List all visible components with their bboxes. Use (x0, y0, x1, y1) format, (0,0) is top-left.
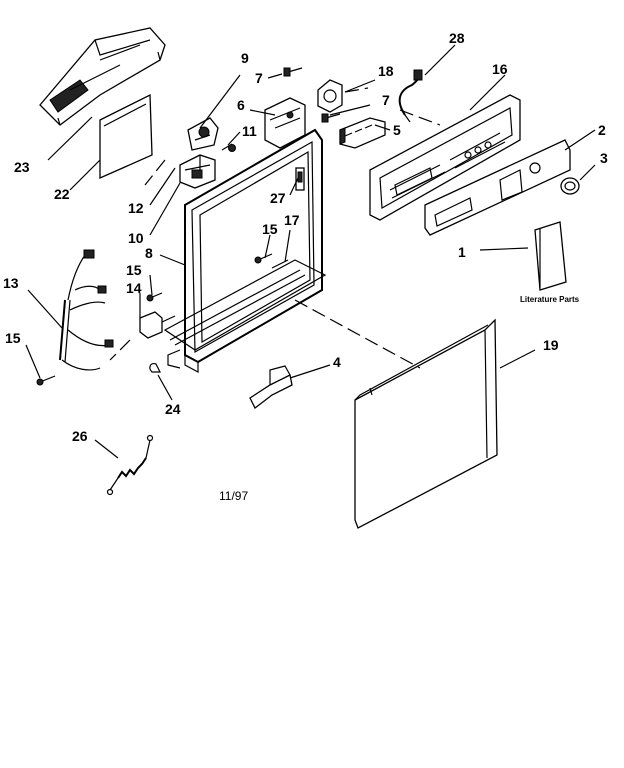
callout-9: 9 (241, 50, 249, 66)
callout-labels: 1 2 3 4 5 6 7 7 8 9 10 11 12 13 14 15 15… (3, 30, 608, 444)
callout-4: 4 (333, 354, 341, 370)
callout-14: 14 (126, 280, 142, 296)
callout-24: 24 (165, 401, 181, 417)
part-1-literature (534, 221, 567, 291)
callout-15-door: 15 (262, 221, 278, 237)
callout-8: 8 (145, 245, 153, 261)
callout-3: 3 (600, 150, 608, 166)
part-5-connector (339, 117, 386, 149)
part-4-strap (249, 365, 293, 409)
callout-12: 12 (128, 200, 144, 216)
part-24-clip (149, 363, 161, 373)
callout-7-upper: 7 (255, 70, 263, 86)
callout-13: 13 (3, 275, 19, 291)
part-15-screw-mid (146, 292, 163, 302)
callout-15-mid: 15 (126, 262, 142, 278)
part-11-screw (221, 143, 236, 152)
callout-6: 6 (237, 97, 245, 113)
callout-18: 18 (378, 63, 394, 79)
part-6-switch (264, 97, 306, 149)
part-8-inner-door (163, 128, 327, 374)
part-19-outer-door (354, 318, 498, 529)
callout-26: 26 (72, 428, 88, 444)
part-3-knob (560, 177, 580, 195)
part-7-screw-lower (321, 113, 341, 123)
callout-16: 16 (492, 61, 508, 77)
part-9-bracket (187, 117, 219, 151)
part-22-plate (99, 93, 153, 179)
literature-caption: Literature Parts (520, 295, 580, 304)
part-7-screw-upper (283, 67, 303, 77)
leader-lines (25, 44, 596, 459)
part-23-housing (39, 27, 166, 126)
callout-28: 28 (449, 30, 465, 46)
callout-1: 1 (458, 244, 466, 260)
callout-22: 22 (54, 186, 70, 202)
callout-5: 5 (393, 122, 401, 138)
callout-27: 27 (270, 190, 286, 206)
date-code: 11/97 (219, 489, 248, 503)
part-16-console-panel (369, 94, 521, 221)
part-15-screw-door (254, 253, 273, 264)
assembly-lines (109, 87, 441, 369)
callout-17: 17 (284, 212, 300, 228)
part-12-latch (179, 154, 216, 189)
part-15-screw-left (36, 375, 56, 386)
part-18-bracket (317, 79, 343, 113)
callout-15-left: 15 (5, 330, 21, 346)
part-26-spring (106, 434, 154, 496)
callout-11: 11 (242, 123, 257, 139)
part-13-wire-harness (59, 249, 114, 371)
callout-7-lower: 7 (382, 92, 390, 108)
callout-19: 19 (543, 337, 559, 353)
callout-23: 23 (14, 159, 30, 175)
part-28-wire (398, 69, 423, 123)
part-27-latch (295, 167, 305, 191)
callout-10: 10 (128, 230, 144, 246)
callout-2: 2 (598, 122, 606, 138)
part-2-overlay (424, 139, 571, 236)
part-14-switch (139, 311, 176, 339)
